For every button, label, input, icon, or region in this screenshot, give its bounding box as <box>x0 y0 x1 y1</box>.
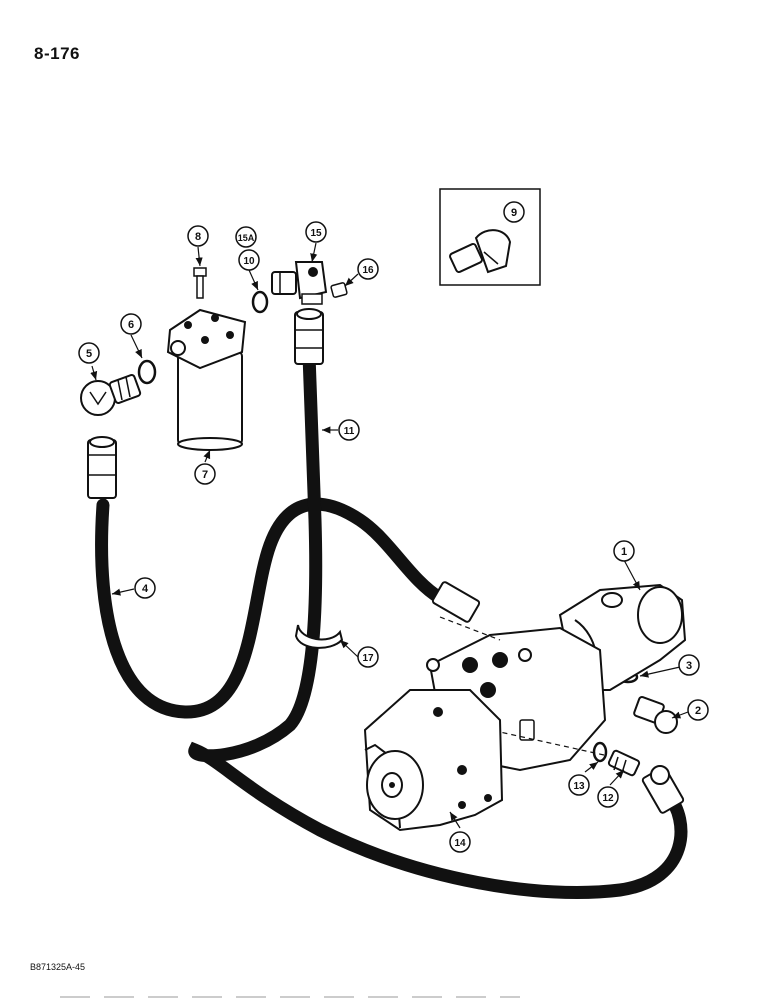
hose-4-pump-fitting <box>431 581 481 623</box>
o-ring-10 <box>251 290 269 314</box>
callout-10: 10 <box>238 249 260 271</box>
filter-assembly <box>166 308 247 451</box>
callout-1: 1 <box>613 540 635 562</box>
callout-7: 7 <box>194 463 216 485</box>
hose-11-fitting <box>294 308 324 365</box>
elbow-fitting-5 <box>80 374 142 416</box>
svg-text:3: 3 <box>686 660 692 672</box>
svg-text:17: 17 <box>362 653 374 664</box>
callout-17: 17 <box>357 646 379 668</box>
svg-text:13: 13 <box>573 781 585 792</box>
pump-assembly <box>363 583 687 832</box>
callout-13: 13 <box>568 774 590 796</box>
o-ring-13 <box>592 741 608 763</box>
svg-text:16: 16 <box>362 265 374 276</box>
callout-9: 9 <box>503 201 525 223</box>
page-number: 8-176 <box>34 44 80 63</box>
callout-14: 14 <box>449 831 471 853</box>
connector-12 <box>607 749 641 777</box>
callout-6: 6 <box>120 313 142 335</box>
hose-4-fitting <box>87 436 117 499</box>
callout-15a: 15A <box>235 226 257 248</box>
callout-3: 3 <box>678 654 700 676</box>
hose-11-pump-fitting <box>641 765 685 814</box>
leader-lines <box>90 242 689 829</box>
svg-text:6: 6 <box>128 319 134 331</box>
callout-5: 5 <box>78 342 100 364</box>
elbow-fitting-9 <box>449 229 512 274</box>
svg-text:15: 15 <box>310 228 322 239</box>
svg-text:8: 8 <box>195 231 201 243</box>
bolt-8 <box>193 267 207 299</box>
plug-16 <box>330 282 348 298</box>
svg-text:5: 5 <box>86 348 92 360</box>
callout-8: 8 <box>187 225 209 247</box>
figure-code: B871325A-45 <box>30 962 86 972</box>
callout-11: 11 <box>338 419 360 441</box>
callout-4: 4 <box>134 577 156 599</box>
svg-text:14: 14 <box>454 838 466 849</box>
elbow-fitting-15 <box>271 261 328 305</box>
svg-text:1: 1 <box>621 546 627 558</box>
hose-4 <box>95 497 447 719</box>
elbow-fitting-2 <box>633 696 678 734</box>
svg-text:12: 12 <box>602 793 614 804</box>
svg-text:7: 7 <box>202 469 208 481</box>
callout-12: 12 <box>597 786 619 808</box>
callout-16: 16 <box>357 258 379 280</box>
svg-text:15A: 15A <box>238 233 255 243</box>
svg-text:11: 11 <box>344 426 355 437</box>
svg-text:10: 10 <box>243 256 255 267</box>
callout-15: 15 <box>305 221 327 243</box>
hose-11 <box>188 348 688 899</box>
callout-2: 2 <box>687 699 709 721</box>
svg-text:4: 4 <box>142 583 149 595</box>
svg-text:9: 9 <box>511 207 517 219</box>
svg-text:2: 2 <box>695 705 701 717</box>
o-ring-6 <box>137 359 157 385</box>
